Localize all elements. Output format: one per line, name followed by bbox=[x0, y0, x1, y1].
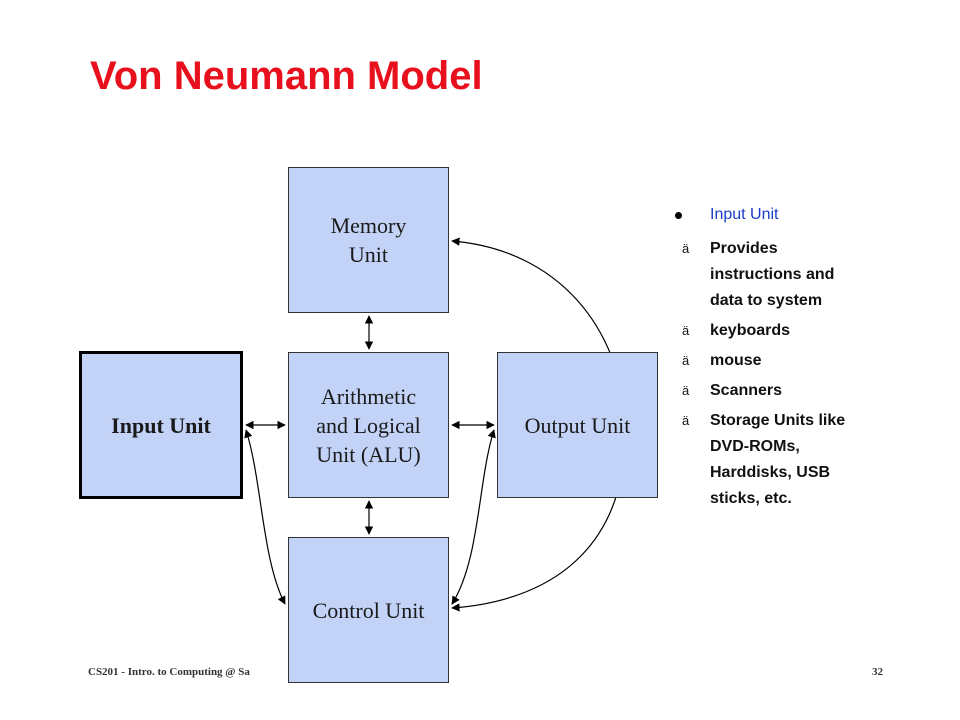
alu-line-2: and Logical bbox=[316, 412, 421, 438]
output-unit-box: Output Unit bbox=[497, 352, 658, 498]
sub-bullet-marker-icon: ä bbox=[682, 353, 690, 368]
alu-line-3: Unit (ALU) bbox=[316, 441, 421, 467]
output-unit-label: Output Unit bbox=[524, 412, 631, 438]
bullet-list: Input Unit ä Provides instructions and d… bbox=[672, 206, 907, 516]
memory-unit-line-2: Unit bbox=[348, 242, 389, 267]
alu-line-1: Arithmetic bbox=[320, 383, 417, 409]
sub-bullet-text: Storage Units like DVD-ROMs, Harddisks, … bbox=[710, 412, 846, 507]
sub-bullet-marker-icon: ä bbox=[682, 383, 690, 398]
sub-bullet-marker-icon: ä bbox=[682, 413, 690, 428]
sub-bullet-item: ä keyboards bbox=[672, 318, 907, 344]
input-unit-box: Input Unit bbox=[79, 351, 243, 499]
sub-bullet-text: Scanners bbox=[710, 382, 783, 399]
output-control-curve bbox=[451, 429, 496, 605]
sub-bullet-item: ä Scanners bbox=[672, 378, 907, 404]
input-unit-label: Input Unit bbox=[111, 412, 211, 438]
bullet-heading: Input Unit bbox=[672, 206, 907, 224]
bullet-dot-icon bbox=[675, 212, 682, 219]
memory-unit-line-1: Memory bbox=[330, 213, 407, 238]
sub-bullet-item: ä Storage Units like DVD-ROMs, Harddisks… bbox=[672, 408, 907, 512]
control-unit-label: Control Unit bbox=[312, 597, 425, 623]
sub-bullet-marker-icon: ä bbox=[682, 241, 690, 256]
sub-bullet-text: keyboards bbox=[710, 322, 791, 339]
page-number: 32 bbox=[872, 666, 883, 678]
sub-bullet-text: Provides instructions and data to system bbox=[710, 240, 835, 309]
control-unit-box: Control Unit bbox=[288, 537, 449, 683]
sub-bullet-item: ä Provides instructions and data to syst… bbox=[672, 236, 907, 314]
footer-course-label: CS201 - Intro. to Computing @ Sa bbox=[88, 666, 250, 678]
input-control-curve bbox=[244, 429, 286, 605]
sub-bullet-list: ä Provides instructions and data to syst… bbox=[672, 236, 907, 512]
bullet-heading-text: Input Unit bbox=[710, 206, 779, 223]
alu-box: Arithmetic and Logical Unit (ALU) bbox=[288, 352, 449, 498]
sub-bullet-item: ä mouse bbox=[672, 348, 907, 374]
sub-bullet-marker-icon: ä bbox=[682, 323, 690, 338]
sub-bullet-text: mouse bbox=[710, 352, 762, 369]
memory-unit-box: Memory Unit bbox=[288, 167, 449, 313]
slide-title: Von Neumann Model bbox=[90, 54, 483, 98]
